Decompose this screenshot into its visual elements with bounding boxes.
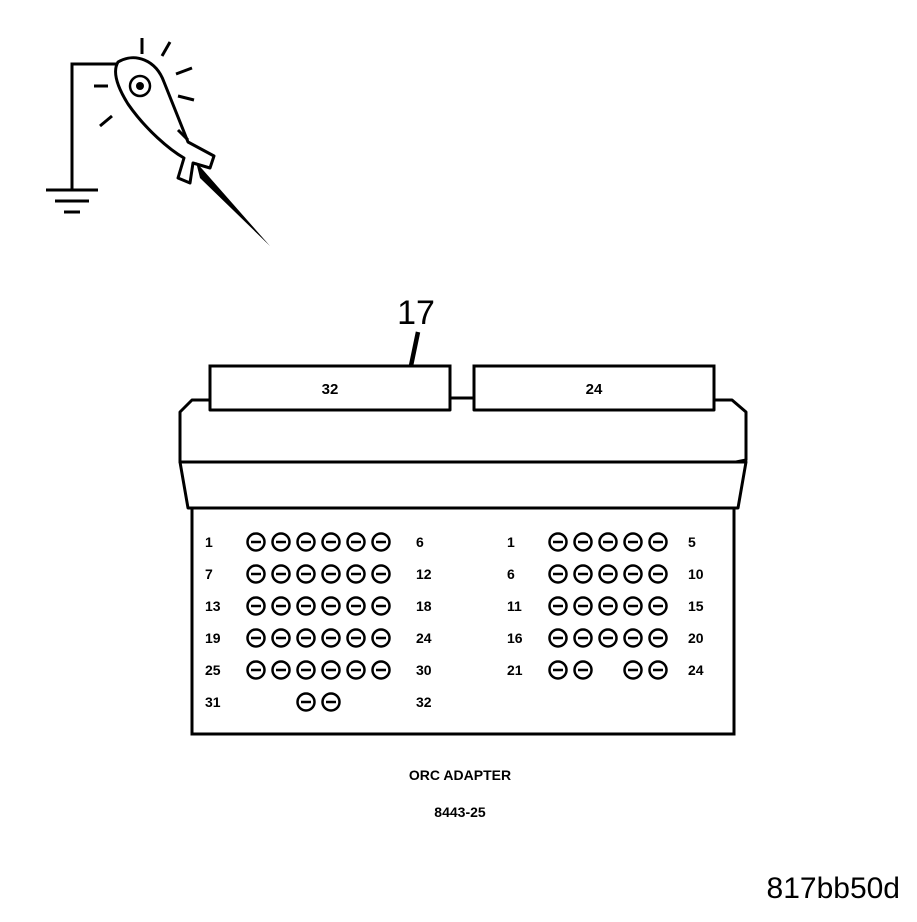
right-row-start-label: 11	[507, 598, 522, 614]
right-row-end-label: 15	[688, 598, 704, 614]
left-row-start-label: 7	[205, 566, 213, 582]
pin-socket	[296, 692, 316, 712]
pin-socket	[271, 532, 291, 552]
right-row-start-label: 21	[507, 662, 523, 678]
pin-socket	[321, 564, 341, 584]
pin-socket	[321, 692, 341, 712]
right-row-end-label: 10	[688, 566, 704, 582]
pin-socket	[346, 532, 366, 552]
test-light-icon	[46, 38, 270, 246]
pin-socket	[598, 532, 618, 552]
pin-socket	[296, 628, 316, 648]
pin-socket	[623, 564, 643, 584]
callout-number: 17	[397, 294, 435, 332]
connector-label-32: 32	[322, 381, 339, 398]
pin-socket	[648, 628, 668, 648]
pin-socket	[548, 660, 568, 680]
pin-socket	[246, 660, 266, 680]
pin-socket	[296, 532, 316, 552]
left-pin-block: 1 6 7 12 13 18 19 24 25 30 31 32	[205, 532, 432, 712]
right-row-end-label: 20	[688, 630, 704, 646]
left-row-start-label: 25	[205, 662, 221, 678]
pin-socket	[573, 564, 593, 584]
pin-socket	[623, 628, 643, 648]
pin-socket	[573, 532, 593, 552]
pin-socket	[321, 596, 341, 616]
left-row-end-label: 6	[416, 534, 424, 550]
right-row-start-label: 16	[507, 630, 523, 646]
pin-socket	[548, 596, 568, 616]
pin-socket	[371, 628, 391, 648]
pin-socket	[321, 660, 341, 680]
pin-socket	[573, 596, 593, 616]
adapter-part-number: 8443-25	[434, 804, 486, 820]
pin-socket	[648, 660, 668, 680]
left-row-start-label: 31	[205, 694, 221, 710]
pin-socket	[271, 628, 291, 648]
left-row-end-label: 32	[416, 694, 432, 710]
left-row-end-label: 12	[416, 566, 432, 582]
pin-socket	[598, 628, 618, 648]
pin-socket	[623, 532, 643, 552]
pin-socket	[246, 532, 266, 552]
figure-reference: 817bb50d	[767, 872, 900, 905]
pin-socket	[296, 660, 316, 680]
connector-label-24: 24	[586, 381, 603, 398]
pin-socket	[371, 596, 391, 616]
pin-socket	[371, 660, 391, 680]
pin-socket	[648, 564, 668, 584]
left-row-start-label: 19	[205, 630, 221, 646]
left-row-start-label: 13	[205, 598, 221, 614]
pin-socket	[573, 628, 593, 648]
connector-tab-32	[208, 364, 452, 413]
left-row-end-label: 24	[416, 630, 432, 646]
adapter-caption: ORC ADAPTER	[409, 767, 511, 783]
pin-socket	[548, 628, 568, 648]
pin-socket	[271, 564, 291, 584]
right-row-end-label: 5	[688, 534, 696, 550]
pin-socket	[346, 660, 366, 680]
pin-socket	[271, 660, 291, 680]
ground-symbol-icon	[46, 188, 98, 214]
pin-socket	[346, 596, 366, 616]
pin-socket	[346, 564, 366, 584]
pin-socket	[648, 532, 668, 552]
pin-socket	[548, 564, 568, 584]
left-row-start-label: 1	[205, 534, 213, 550]
connector-tab-24	[472, 364, 716, 413]
adapter-mid-band	[178, 460, 748, 510]
right-row-end-label: 24	[688, 662, 704, 678]
pin-socket	[623, 660, 643, 680]
right-row-start-label: 1	[507, 534, 515, 550]
pin-socket	[598, 596, 618, 616]
right-row-start-label: 6	[507, 566, 515, 582]
pin-socket	[296, 596, 316, 616]
left-row-end-label: 30	[416, 662, 432, 678]
pin-socket	[371, 532, 391, 552]
pin-socket	[246, 596, 266, 616]
pin-socket	[246, 564, 266, 584]
pin-socket	[598, 564, 618, 584]
pin-socket	[296, 564, 316, 584]
pin-socket	[271, 596, 291, 616]
pin-socket	[548, 532, 568, 552]
pin-socket	[371, 564, 391, 584]
pin-socket	[321, 628, 341, 648]
pin-socket	[246, 628, 266, 648]
pin-socket	[346, 628, 366, 648]
pin-socket	[321, 532, 341, 552]
pin-socket	[573, 660, 593, 680]
pin-socket	[623, 596, 643, 616]
pin-socket	[648, 596, 668, 616]
left-row-end-label: 18	[416, 598, 432, 614]
